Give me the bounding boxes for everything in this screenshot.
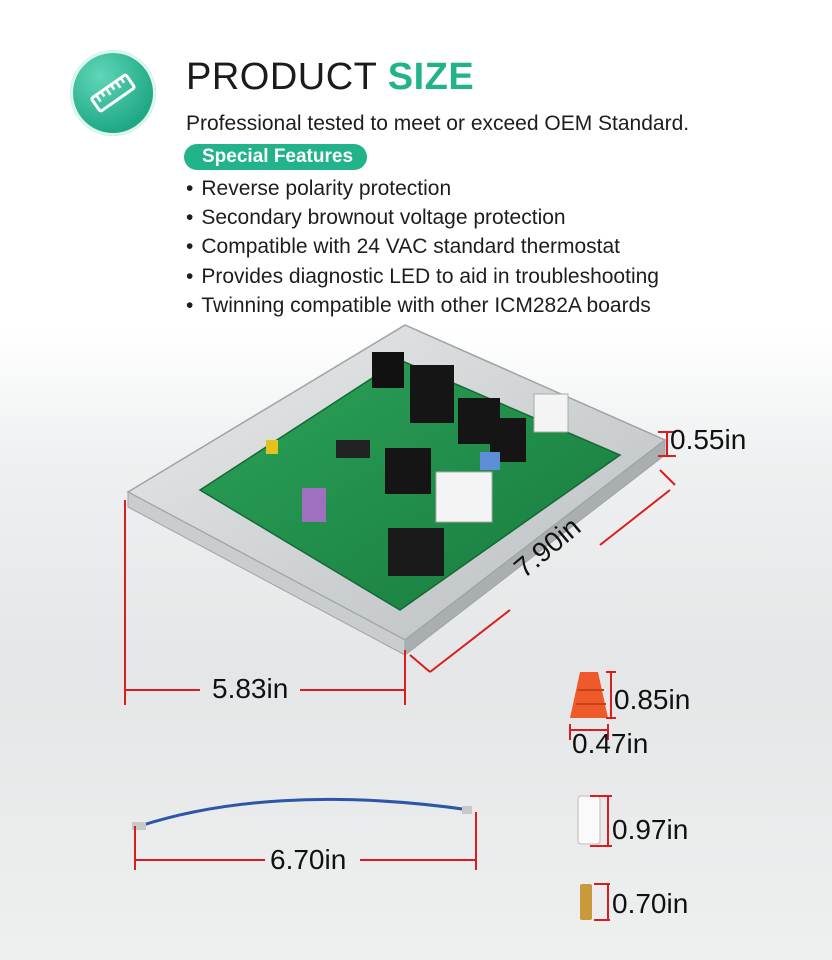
- dim-gold-terminal: 0.70in: [612, 888, 689, 919]
- capacitor-icon: [480, 452, 500, 470]
- gold-terminal-icon: [580, 883, 610, 921]
- jumper-wire: [132, 797, 477, 870]
- feature-item: Twinning compatible with other ICM282A b…: [186, 291, 659, 320]
- dim-board-width: 5.83in: [212, 673, 289, 704]
- wire-nut-icon: [569, 671, 616, 740]
- board-dimension-lines: [124, 431, 676, 705]
- feature-item: Provides diagnostic LED to aid in troubl…: [186, 262, 659, 291]
- relay-icon: [372, 352, 404, 388]
- features-list: Reverse polarity protection Secondary br…: [186, 174, 659, 320]
- relay-icon: [410, 365, 454, 423]
- fuse-icon: [302, 488, 326, 522]
- circuit-board: [198, 352, 622, 611]
- dim-white-connector: 0.97in: [612, 814, 689, 845]
- relay-icon: [385, 448, 431, 494]
- terminal-block-icon: [388, 528, 444, 576]
- feature-item: Reverse polarity protection: [186, 174, 659, 203]
- ruler-badge-icon: [70, 50, 156, 136]
- feature-item: Compatible with 24 VAC standard thermost…: [186, 232, 659, 261]
- dim-board-height: 0.55in: [670, 424, 747, 455]
- title-prefix: PRODUCT: [186, 56, 377, 98]
- feature-item: Secondary brownout voltage protection: [186, 203, 659, 232]
- page-title: PRODUCT SIZE: [186, 56, 474, 99]
- jumper-icon: [266, 440, 278, 454]
- connector-icon: [533, 393, 569, 433]
- title-accent: SIZE: [387, 56, 475, 98]
- white-connector-icon: [577, 795, 612, 847]
- features-badge: Special Features: [184, 144, 368, 170]
- dim-wire-nut-height: 0.85in: [614, 684, 691, 715]
- ic-chip-icon: [336, 440, 370, 458]
- connector-icon: [435, 471, 493, 523]
- dim-wire-nut-width: 0.47in: [572, 728, 649, 759]
- dim-wire-length: 6.70in: [270, 844, 347, 875]
- page-subtitle: Professional tested to meet or exceed OE…: [186, 112, 690, 135]
